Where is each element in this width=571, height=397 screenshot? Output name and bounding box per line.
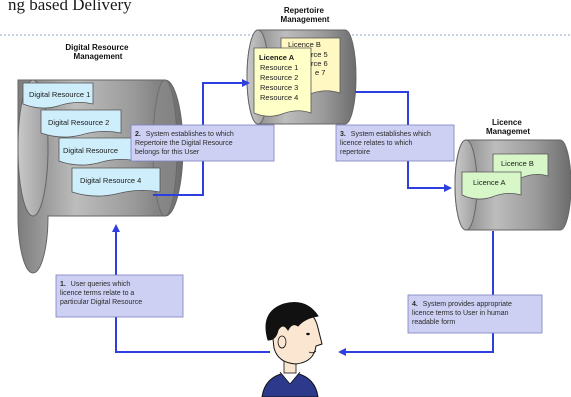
step-1-line: licence terms relate to a: [60, 290, 134, 297]
step-2-line: belongs for this User: [135, 149, 200, 156]
step-3-number: 3.: [340, 131, 346, 138]
step-1-text: 1. User queries which licence terms rela…: [60, 281, 142, 306]
licence-b-item: e 7: [315, 68, 325, 77]
step-3-line: licence relates to which: [340, 140, 412, 147]
digital-resource-doc-label: Digital Resource 1: [29, 90, 90, 99]
licence-management-title: Licence Managemet: [486, 118, 530, 136]
licence-b-document-label: Licence B: [501, 159, 534, 168]
repertoire-management-title-line: Repertoire: [284, 6, 325, 15]
step-2-text: 2. System establishes to which Repertoir…: [135, 131, 236, 156]
arrow-licence-management-to-user: [338, 231, 494, 356]
step-4-line: licence terms to User in human: [412, 310, 509, 317]
digital-resource-doc-label: Digital Resource 2: [48, 118, 109, 127]
step-4-line: readable form: [412, 319, 455, 326]
licence-a-item: Resource 3: [260, 83, 298, 92]
digital-resource-doc-label: Digital Resource 4: [80, 176, 141, 185]
repertoire-management-title-line: Management: [281, 15, 330, 24]
digital-resource-management-title: Digital Resource Management: [65, 43, 130, 61]
licence-management-title-line: Managemet: [486, 127, 530, 136]
licence-a-repertoire-doc: Licence A Resource 1 Resource 2 Resource…: [253, 47, 312, 117]
arrow-user-to-resource: [112, 224, 270, 353]
step-2-line: System establishes to which: [146, 131, 234, 138]
licence-a-item: Resource 1: [260, 63, 298, 72]
digital-resource-management-title-line: Digital Resource: [65, 43, 129, 52]
licence-b-title: Licence B: [288, 40, 321, 49]
digital-resource-doc-label: Digital Resource: [63, 146, 118, 155]
licence-b-item: rce 5: [311, 50, 328, 59]
step-3-note: 3. System establishes which licence rela…: [335, 124, 455, 162]
step-4-line: System provides appropriate: [423, 301, 512, 308]
digital-resource-management-title-line: Management: [74, 52, 123, 61]
step-4-note: 4. System provides appropriate licence t…: [407, 294, 543, 334]
step-1-line: particular Digital Resource: [60, 299, 142, 306]
licence-a-item: Resource 4: [260, 93, 298, 102]
digital-resource-doc: Digital Resource 1: [22, 82, 94, 109]
step-3-line: System establishes which: [351, 131, 431, 138]
step-1-note: 1. User queries which licence terms rela…: [55, 274, 184, 318]
step-2-note: 2. System establishes to which Repertoir…: [130, 124, 275, 162]
step-4-number: 4.: [412, 301, 418, 308]
digital-resource-doc: Digital Resource 4: [71, 167, 161, 197]
step-1-line: User queries which: [71, 281, 131, 288]
licence-a-title: Licence A: [259, 53, 295, 62]
digital-resource-doc: Digital Resource 2: [40, 109, 122, 138]
top-title-fragment: ng based Delivery: [8, 0, 132, 14]
step-3-text: 3. System establishes which licence rela…: [340, 131, 433, 156]
licence-a-document-label: Licence A: [473, 178, 506, 187]
licence-a-document: Licence A: [461, 171, 522, 200]
user-head-icon: [261, 302, 323, 397]
step-3-line: repertoire: [340, 149, 370, 156]
step-4-text: 4. System provides appropriate licence t…: [412, 301, 514, 326]
step-2-number: 2.: [135, 131, 141, 138]
step-1-number: 1.: [60, 281, 66, 288]
licence-a-item: Resource 2: [260, 73, 298, 82]
licence-b-item: rce 6: [311, 59, 328, 68]
licence-management-title-line: Licence: [492, 118, 522, 127]
repertoire-management-title: Repertoire Management: [281, 6, 330, 24]
step-2-line: Repertoire the Digital Resource: [135, 140, 233, 147]
